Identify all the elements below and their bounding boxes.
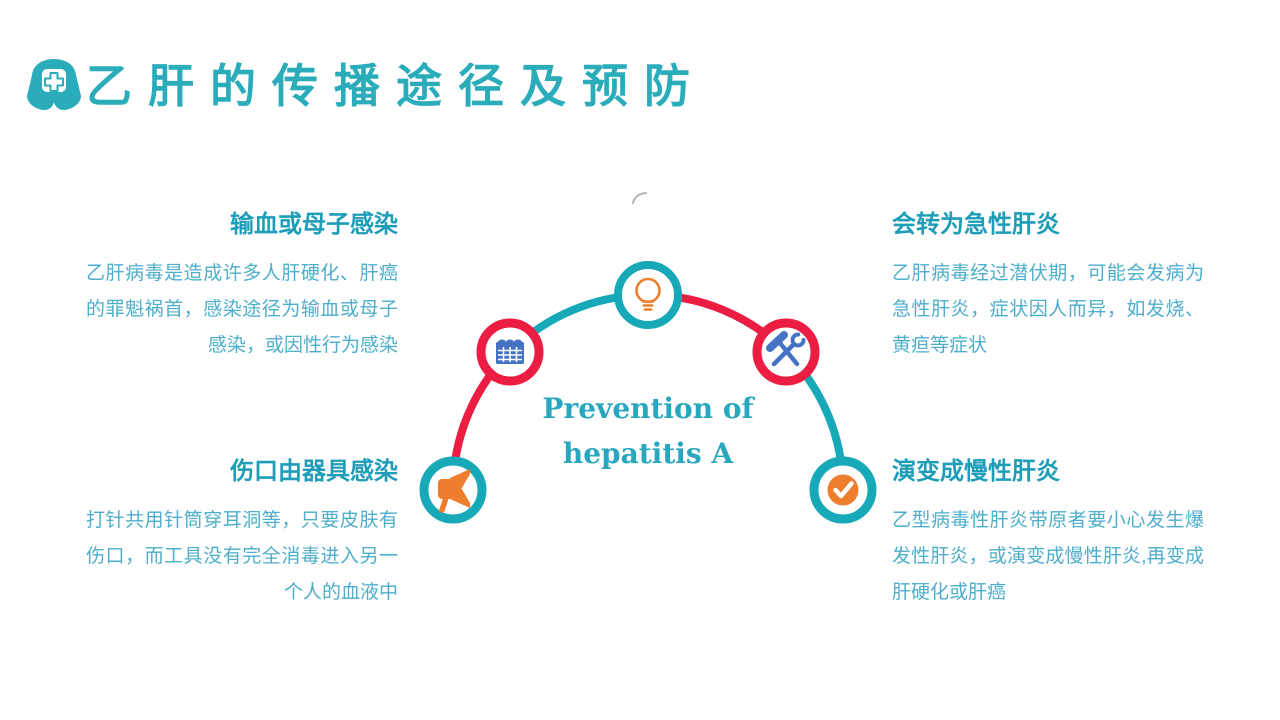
- node-ring: [614, 261, 682, 329]
- calendar-icon: [496, 339, 524, 364]
- center-caption: Prevention of hepatitis A: [518, 386, 778, 476]
- tools-icon: [766, 331, 806, 367]
- block-body: 乙肝病毒经过潜伏期，可能会发病为急性肝炎，症状因人而异，如发烧、黄疸等症状: [892, 263, 1204, 356]
- center-caption-line2: hepatitis A: [562, 437, 734, 470]
- block-body: 乙型病毒性肝炎带原者要小心发生爆发性肝炎，或演变成慢性肝炎,再变成肝硬化或肝癌: [892, 510, 1204, 603]
- center-caption-line1: Prevention of: [542, 392, 754, 425]
- block-heading: 伤口由器具感染: [230, 458, 398, 485]
- block-heading: 会转为急性肝炎: [892, 211, 1060, 238]
- node-lightbulb: [614, 261, 682, 329]
- node-tools: [752, 318, 820, 386]
- node-check: [809, 456, 877, 524]
- node-calendar: [476, 318, 544, 386]
- megaphone-icon: [438, 469, 470, 513]
- block-heading: 演变成慢性肝炎: [892, 458, 1060, 485]
- block-body: 乙肝病毒是造成许多人肝硬化、肝癌的罪魁祸首，感染途径为输血或母子感染，或因性行为…: [86, 263, 398, 356]
- lightbulb-icon: [635, 277, 661, 311]
- block-chronic: 演变成慢性肝炎 乙型病毒性肝炎带原者要小心发生爆发性肝炎，或演变成慢性肝炎,再变…: [892, 457, 1204, 611]
- node-megaphone: [419, 456, 487, 524]
- block-body: 打针共用针筒穿耳洞等，只要皮肤有伤口，而工具没有完全消毒进入另一个人的血液中: [86, 510, 398, 603]
- check-icon: [827, 474, 859, 506]
- block-wound: 伤口由器具感染 打针共用针筒穿耳洞等，只要皮肤有伤口，而工具没有完全消毒进入另一…: [86, 457, 398, 611]
- block-transfusion: 输血或母子感染 乙肝病毒是造成许多人肝硬化、肝癌的罪魁祸首，感染途径为输血或母子…: [86, 210, 398, 364]
- nurse-cap-icon: [27, 59, 81, 111]
- decorative-mark: [632, 192, 647, 204]
- block-acute: 会转为急性肝炎 乙肝病毒经过潜伏期，可能会发病为急性肝炎，症状因人而异，如发烧、…: [892, 210, 1204, 364]
- block-heading: 输血或母子感染: [230, 211, 398, 238]
- slide-title: 乙肝的传播途径及预防: [86, 61, 706, 112]
